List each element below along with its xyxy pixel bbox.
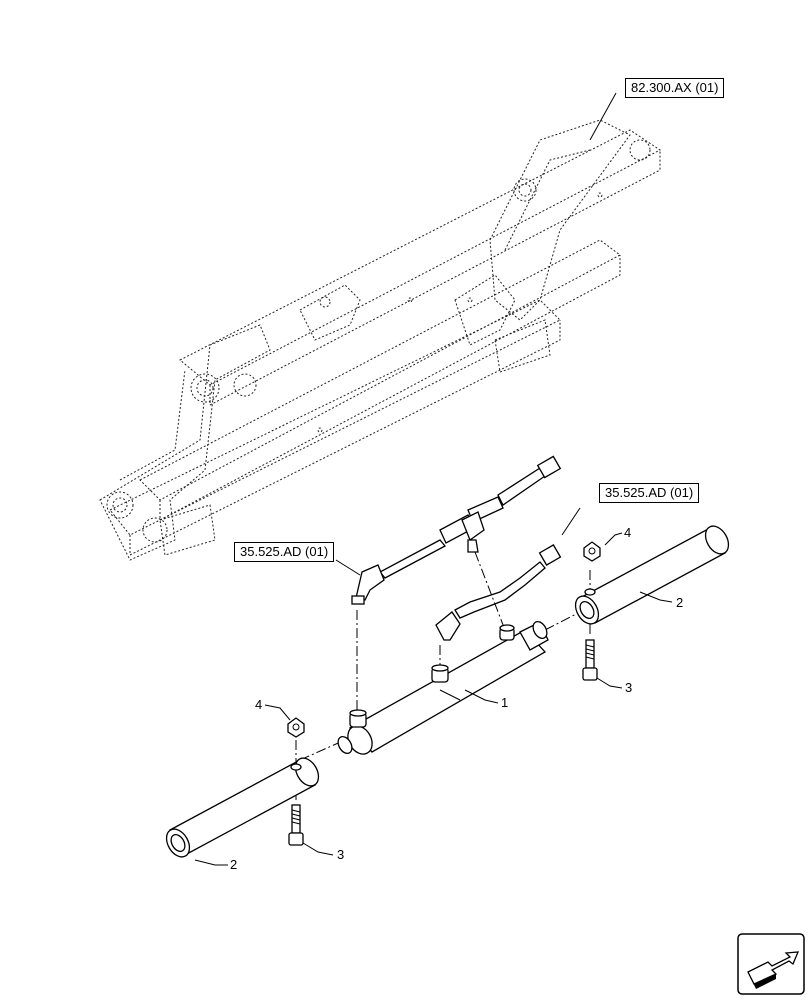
callout-cylinder: 1 <box>501 695 509 710</box>
hose-ref-right-leader <box>561 507 581 536</box>
nut-right-leader <box>604 532 623 546</box>
hose-reference-label-right[interactable]: 35.525.AD (01) <box>599 483 700 503</box>
nut-right <box>583 541 601 562</box>
callout-bolt-left: 3 <box>337 847 345 862</box>
nut-left <box>287 717 305 738</box>
callout-nut-left: 4 <box>255 697 263 712</box>
bolt-right <box>582 639 598 681</box>
pin-right <box>574 525 730 625</box>
callout-bolt-right: 3 <box>625 680 633 695</box>
frame-ref-leader <box>589 92 617 141</box>
bolt-left <box>288 804 304 846</box>
bolt-right-leader <box>596 677 623 689</box>
nut-left-leader <box>264 704 291 721</box>
callout-pin-left: 2 <box>230 857 238 872</box>
hose-reference-label-left[interactable]: 35.525.AD (01) <box>234 542 335 562</box>
hydraulic-cylinder <box>337 620 549 755</box>
callout-nut-right: 4 <box>624 525 632 540</box>
frame-reference-label[interactable]: 82.300.AX (01) <box>625 78 725 98</box>
loader-frame-ghost <box>99 119 661 561</box>
pin-left-leader <box>194 859 228 866</box>
next-page-arrow-icon[interactable] <box>737 933 805 995</box>
callout-pin-right: 2 <box>676 595 684 610</box>
pin-right-leader <box>639 591 673 603</box>
hose-ref-left-leader <box>335 559 361 576</box>
cylinder-callout-leader <box>464 689 499 704</box>
hose-assembly <box>351 455 562 641</box>
pin-left <box>165 757 320 858</box>
bolt-left-leader <box>302 842 334 856</box>
